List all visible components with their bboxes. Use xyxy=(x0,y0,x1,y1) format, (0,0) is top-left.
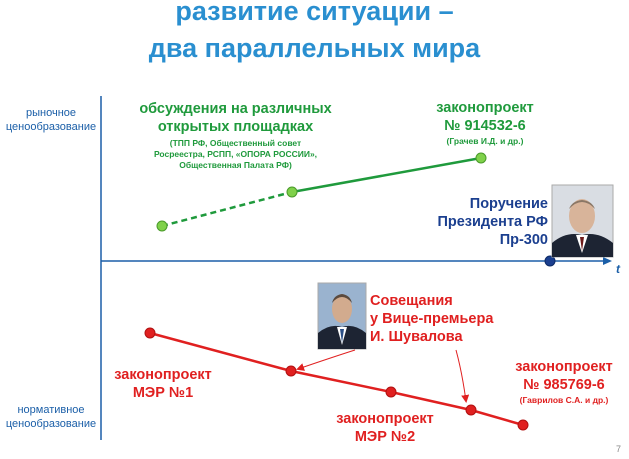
mer-bill-1-line-2: МЭР №1 xyxy=(132,385,194,401)
market-bill-sub: (Грачев И.Д. и др.) xyxy=(446,136,524,146)
meeting-block: Совещания у Вице-премьера И. Шувалова xyxy=(370,292,510,346)
president-point xyxy=(544,255,556,267)
market-discussion-sub-3: Общественная Палата РФ) xyxy=(179,160,292,170)
market-discussion-sub-2: Росреестра, РСПП, «ОПОРА РОССИИ», xyxy=(153,149,318,159)
normative-point-5 xyxy=(517,419,529,431)
market-point-2 xyxy=(286,186,298,198)
vice-premier-photo xyxy=(317,282,367,350)
market-discussion-sub-1: (ТПП РФ, Общественный совет xyxy=(169,138,302,148)
bill-985769-block: законопроект № 985769-6 (Гаврилов С.А. и… xyxy=(502,358,626,406)
mer-bill-1-line-1: законопроект xyxy=(114,367,212,383)
market-point-3 xyxy=(475,152,487,164)
market-discussion-block: обсуждения на различных открытых площадк… xyxy=(118,100,353,171)
president-line-3: Пр-300 xyxy=(499,232,548,248)
normative-point-3 xyxy=(385,386,397,398)
mer-bill-1-block: законопроект МЭР №1 xyxy=(108,366,218,402)
market-dashed-line xyxy=(161,190,293,228)
market-bill-block: законопроект № 914532-6 (Грачев И.Д. и д… xyxy=(415,99,555,147)
president-photo xyxy=(551,184,614,258)
normative-pricing-label: нормативное ценообразование xyxy=(0,403,102,431)
market-discussion-line-2: открытых площадках xyxy=(157,119,314,135)
market-solid-line xyxy=(291,156,482,194)
bill-985769-line-2: № 985769-6 xyxy=(523,377,605,393)
bill-985769-sub: (Гаврилов С.А. и др.) xyxy=(519,395,609,405)
meeting-arrow-right xyxy=(455,349,470,403)
bill-985769-line-1: законопроект xyxy=(515,359,613,375)
meeting-line-2: у Вице-премьера xyxy=(370,311,494,327)
time-axis-arrow xyxy=(603,257,612,265)
market-pricing-label-line-1: рыночное xyxy=(25,107,76,119)
normative-pricing-label-line-2: ценообразование xyxy=(5,418,97,430)
president-instruction-block: Поручение Президента РФ Пр-300 xyxy=(426,195,548,249)
president-line-2: Президента РФ xyxy=(437,214,548,230)
market-pricing-label: рыночное ценообразование xyxy=(0,106,102,134)
normative-pricing-label-line-1: нормативное xyxy=(17,404,85,416)
meeting-line-3: И. Шувалова xyxy=(370,329,463,345)
market-pricing-label-line-2: ценообразование xyxy=(5,121,97,133)
title-line-1: развитие ситуации – xyxy=(175,0,454,26)
normative-point-2 xyxy=(285,365,297,377)
market-point-1 xyxy=(156,220,168,232)
mer-bill-2-block: законопроект МЭР №2 xyxy=(330,410,440,446)
mer-bill-2-line-1: законопроект xyxy=(336,411,434,427)
market-bill-line-1: законопроект xyxy=(436,100,534,116)
president-line-1: Поручение xyxy=(469,196,548,212)
time-axis-label: t xyxy=(616,262,620,276)
meeting-arrow-left xyxy=(296,349,356,371)
page-number: 7 xyxy=(615,444,621,454)
market-discussion-line-1: обсуждения на различных xyxy=(139,101,332,117)
mer-bill-2-line-2: МЭР №2 xyxy=(354,429,416,445)
meeting-line-1: Совещания xyxy=(370,293,453,309)
market-bill-line-2: № 914532-6 xyxy=(444,118,526,134)
normative-point-1 xyxy=(144,327,156,339)
title-line-2: два параллельных мира xyxy=(148,33,481,63)
normative-point-4 xyxy=(465,404,477,416)
